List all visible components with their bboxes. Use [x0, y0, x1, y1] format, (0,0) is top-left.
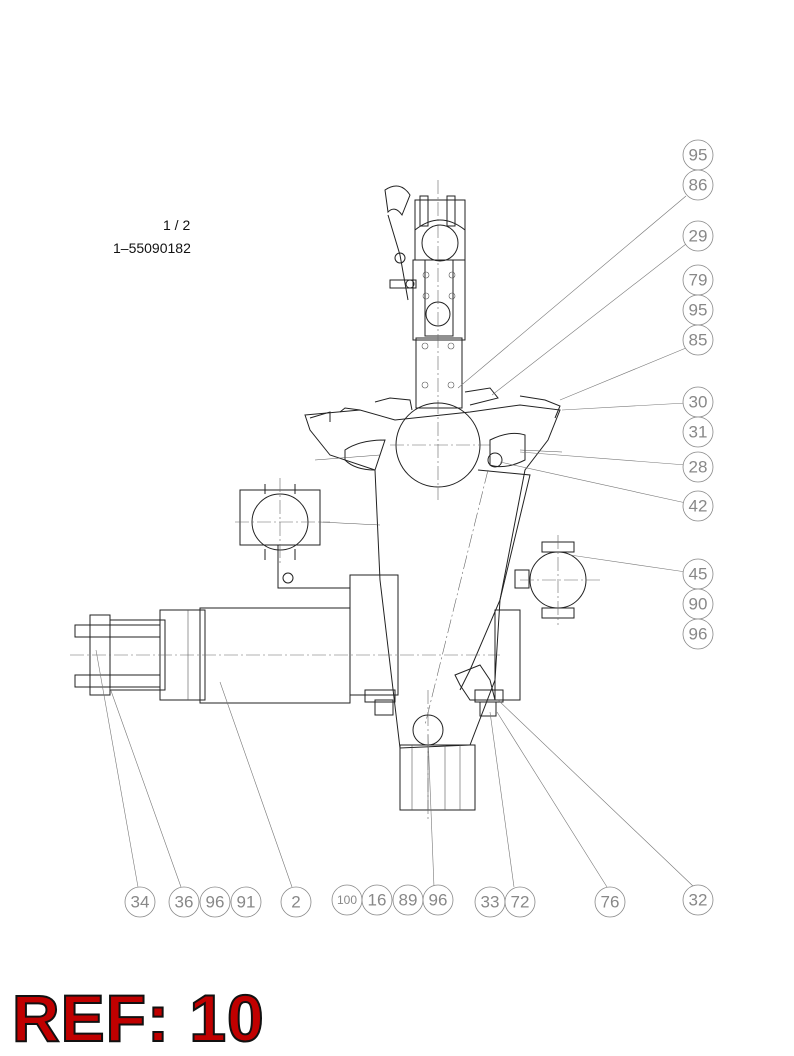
callout-number: 90: [689, 595, 708, 614]
callout-number: 86: [689, 176, 708, 195]
callout-number: 2: [291, 893, 300, 912]
callout-bubble: 29: [682, 220, 714, 252]
callout-number: 100: [337, 893, 357, 907]
main-body: [304, 387, 563, 749]
right-pipe-clamp: [514, 535, 600, 625]
callout-bubble: 90: [682, 588, 714, 620]
callout-number: 96: [689, 625, 708, 644]
callout-bubble: 16: [361, 884, 393, 916]
callout-number: 42: [689, 497, 708, 516]
callout-number: 96: [429, 891, 448, 910]
callout-number: 79: [689, 271, 708, 290]
callout-bubble: 76: [594, 886, 626, 918]
callout-bubble: 45: [682, 558, 714, 590]
callout-number: 30: [689, 393, 708, 412]
callout-bubble: 96: [199, 886, 231, 918]
callout-number: 96: [206, 893, 225, 912]
callout-bubble: 33: [474, 886, 506, 918]
callout-number: 31: [689, 423, 708, 442]
callout-number: 72: [511, 893, 530, 912]
callout-bubble: 36: [168, 886, 200, 918]
right-callouts: 95 86 29 79 95 85 30 31 28 42 45 90 96: [682, 139, 714, 650]
drawing-number: 1–55090182: [113, 240, 191, 256]
callout-bubble: 34: [124, 886, 156, 918]
bottom-leader-lines: [95, 649, 695, 888]
callout-number: 95: [689, 301, 708, 320]
callout-bubble: 95: [682, 139, 714, 171]
hydraulic-cylinder: [70, 574, 521, 717]
callout-bubble: 91: [230, 886, 262, 918]
callout-bubble: 72: [504, 886, 536, 918]
callout-number: 45: [689, 565, 708, 584]
callout-bubble: 96: [422, 884, 454, 916]
callout-number: 91: [237, 893, 256, 912]
callout-number: 33: [481, 893, 500, 912]
callout-bubble: 31: [682, 416, 714, 448]
bottom-callouts: 34 36 96 91 2 100 16 89 96 33 72 76 32: [124, 884, 714, 918]
callout-number: 95: [689, 146, 708, 165]
callout-number: 36: [175, 893, 194, 912]
callout-number: 85: [689, 331, 708, 350]
top-clamp-assembly: [384, 180, 466, 500]
left-pipe-clamp: [235, 478, 381, 589]
callout-bubble: 32: [682, 884, 714, 916]
callout-number: 16: [368, 891, 387, 910]
callout-bubble: 28: [682, 451, 714, 483]
callout-number: 76: [601, 893, 620, 912]
callout-bubble: 30: [682, 386, 714, 418]
callout-bubble: 79: [682, 264, 714, 296]
callout-bubble: 95: [682, 294, 714, 326]
reference-label: REF: 10: [11, 980, 265, 1056]
callout-number: 32: [689, 891, 708, 910]
callout-number: 28: [689, 458, 708, 477]
callout-bubble: 100: [331, 884, 363, 916]
callout-number: 34: [131, 893, 150, 912]
sheet-page-number: 1 / 2: [163, 217, 191, 233]
callout-bubble: 42: [682, 490, 714, 522]
callout-bubble: 2: [280, 886, 312, 918]
callout-number: 89: [399, 891, 418, 910]
callout-bubble: 89: [392, 884, 424, 916]
callout-bubble: 85: [682, 324, 714, 356]
callout-bubble: 96: [682, 618, 714, 650]
callout-bubble: 86: [682, 169, 714, 201]
lower-jaws: [399, 690, 476, 820]
callout-number: 29: [689, 227, 708, 246]
right-leader-lines: [457, 195, 687, 573]
